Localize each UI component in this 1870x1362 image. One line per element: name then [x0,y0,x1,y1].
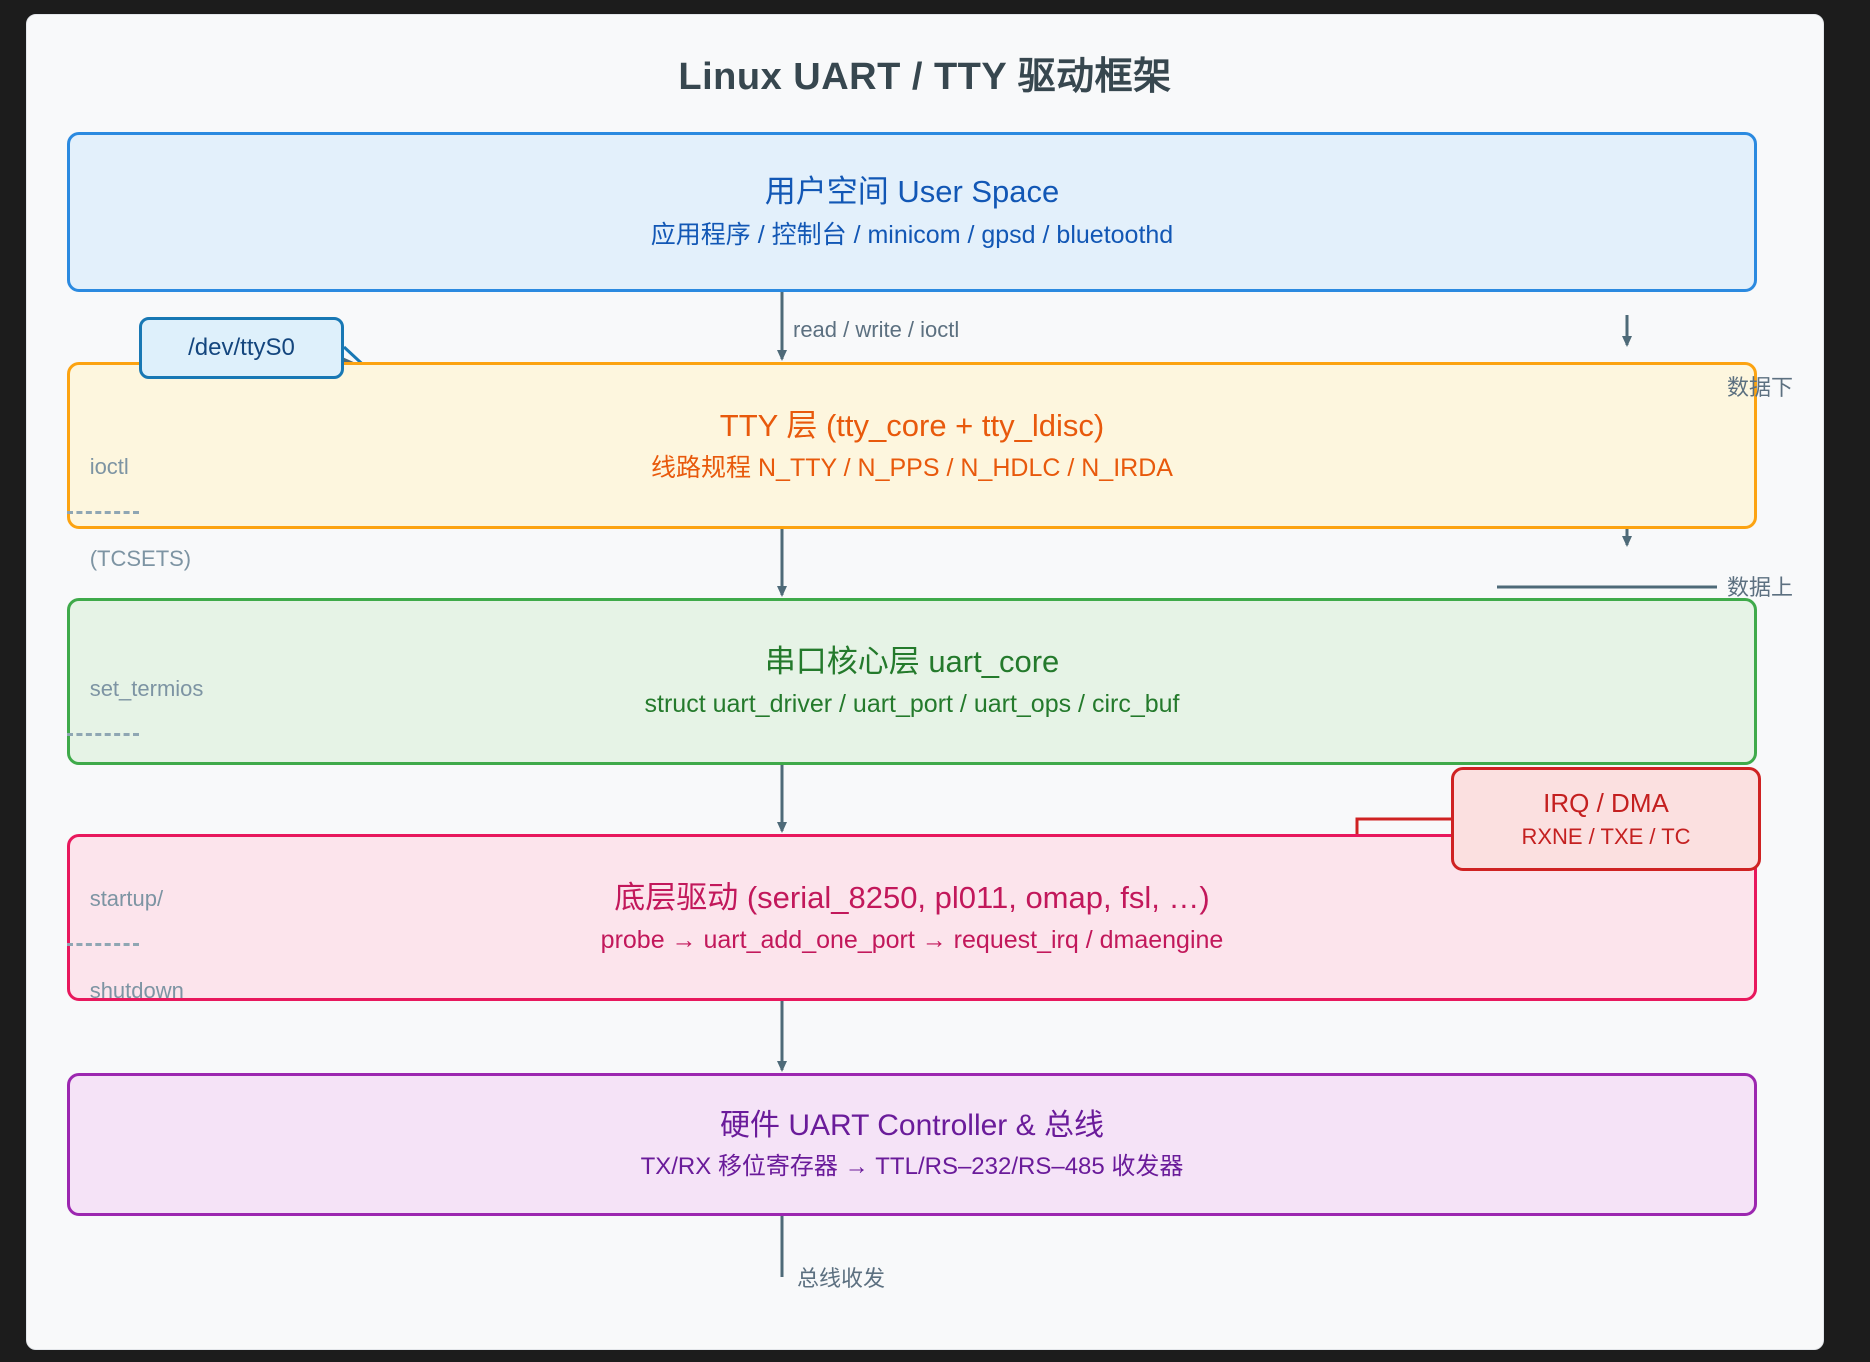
diagram-sheet: Linux UART / TTY 驱动框架 [26,14,1824,1350]
node-irq-dma-title: IRQ / DMA [1543,788,1669,818]
layer-hardware[interactable]: 硬件 UART Controller & 总线 TX/RX 移位寄存器 → TT… [67,1073,1757,1216]
edge-label-ioctl: ioctl (TCSETS) [53,423,191,602]
edge-label-data-down: 数据下 [1727,375,1794,400]
layer-hardware-subtitle: TX/RX 移位寄存器 → TTL/RS–232/RS–485 收发器 [640,1153,1184,1181]
edge-label-bus-txrx: 总线收发 [797,1266,886,1291]
page-title: Linux UART / TTY 驱动框架 [678,56,1172,98]
layer-tty[interactable]: TTY 层 (tty_core + tty_ldisc) 线路规程 N_TTY … [67,362,1757,529]
layer-uart-core-subtitle: struct uart_driver / uart_port / uart_op… [644,690,1180,719]
layer-tty-subtitle: 线路规程 N_TTY / N_PPS / N_HDLC / N_IRDA [651,454,1173,483]
layer-user-space-subtitle: 应用程序 / 控制台 / minicom / gpsd / bluetoothd [650,220,1174,249]
edge-label-startup-line1: startup/ [89,886,164,912]
node-dev-ttys0[interactable]: /dev/ttyS0 [139,317,344,379]
node-irq-dma[interactable]: IRQ / DMA RXNE / TXE / TC [1451,767,1761,871]
edge-label-ioctl-dash [67,511,139,515]
edge-label-startup-line2: shutdown [89,978,184,1004]
layer-user-space[interactable]: 用户空间 User Space 应用程序 / 控制台 / minicom / g… [67,132,1757,292]
edge-label-set-termios-text: set_termios [89,676,204,702]
edge-label-ioctl-line1: ioctl [89,454,129,480]
edge-label-data-up: 数据上 [1727,575,1794,600]
layer-hardware-title: 硬件 UART Controller & 总线 [720,1108,1104,1142]
layer-low-level-driver-subtitle: probe → uart_add_one_port → request_irq … [600,926,1224,955]
node-dev-ttys0-label: /dev/ttyS0 [188,334,295,361]
edge-label-set-termios-dash [67,733,139,737]
edge-label-read-write-ioctl: read / write / ioctl [793,317,960,342]
layer-tty-title: TTY 层 (tty_core + tty_ldisc) [719,407,1105,443]
edge-label-startup-dash [67,943,139,947]
edge-label-ioctl-line2: (TCSETS) [89,546,192,572]
edge-label-set-termios: set_termios [53,645,203,795]
layer-uart-core[interactable]: 串口核心层 uart_core struct uart_driver / uar… [67,598,1757,765]
node-irq-dma-subtitle: RXNE / TXE / TC [1521,824,1691,849]
edge-label-startup-shutdown: startup/ shutdown [53,855,184,1034]
layer-uart-core-title: 串口核心层 uart_core [764,643,1060,679]
layer-low-level-driver-title: 底层驱动 (serial_8250, pl011, omap, fsl, …) [614,879,1210,915]
layer-user-space-title: 用户空间 User Space [764,174,1060,209]
